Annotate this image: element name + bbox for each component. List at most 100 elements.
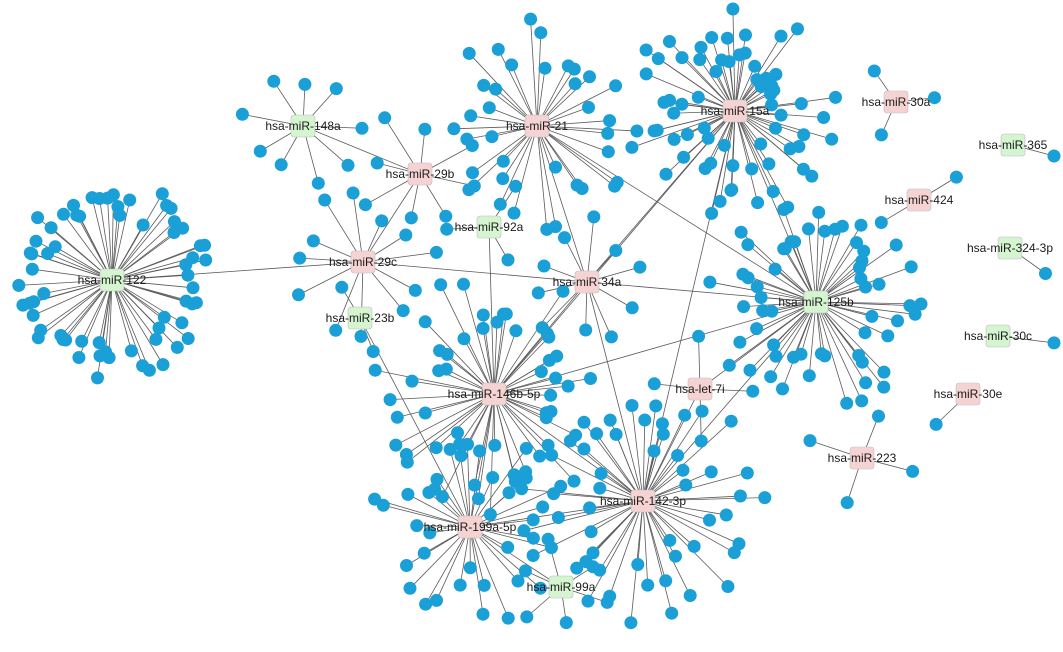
target-gene-node	[625, 301, 639, 315]
mirna-hub-hsa-mir-125b[interactable]: hsa-miR-125b	[778, 290, 854, 314]
target-gene-node	[651, 52, 665, 66]
target-gene-node	[584, 372, 597, 385]
hub-label: hsa-miR-30c	[964, 329, 1032, 343]
mirna-hub-hsa-mir-146b-5p[interactable]: hsa-miR-146b-5p	[448, 382, 541, 406]
interaction-edge	[99, 198, 113, 281]
target-gene-node	[726, 2, 740, 16]
target-gene-node	[675, 97, 689, 111]
cross-link-edge	[734, 110, 817, 303]
target-gene-node	[447, 122, 461, 136]
target-gene-node	[577, 415, 591, 429]
target-gene-node	[680, 128, 694, 141]
target-gene-node	[56, 333, 70, 346]
hub-box	[1000, 133, 1026, 157]
target-gene-node	[748, 59, 762, 73]
target-gene-node	[149, 332, 163, 346]
mirna-hub-hsa-mir-99a[interactable]: hsa-miR-99a	[527, 575, 596, 599]
interaction-edge	[424, 321, 495, 395]
mirna-hub-hsa-mir-424[interactable]: hsa-miR-424	[885, 188, 954, 212]
mirna-hub-hsa-mir-30a[interactable]: hsa-miR-30a	[862, 90, 931, 114]
interaction-edge	[815, 212, 820, 303]
interaction-edge	[38, 279, 113, 339]
hub-label: hsa-miR-324-3p	[967, 241, 1053, 255]
interaction-edge	[536, 125, 548, 230]
interaction-edge	[587, 500, 644, 602]
hub-label: hsa-miR-199a-5p	[424, 520, 517, 534]
target-gene-node	[579, 323, 593, 337]
mirna-hub-hsa-let-7i[interactable]: hsa-let-7i	[675, 377, 725, 401]
interaction-edge	[463, 284, 495, 395]
target-gene-node	[776, 382, 789, 396]
target-gene-node	[656, 427, 670, 441]
hub-label: hsa-miR-92a	[455, 220, 524, 234]
interaction-edge	[411, 380, 495, 395]
target-gene-node	[720, 31, 734, 45]
target-gene-node	[152, 321, 166, 335]
mirna-hub-hsa-mir-29b[interactable]: hsa-miR-29b	[386, 162, 455, 186]
target-gene-node	[709, 65, 723, 78]
interaction-edge	[397, 393, 495, 418]
target-gene-node	[663, 35, 676, 48]
target-gene-node	[697, 121, 711, 135]
mirna-hub-hsa-mir-199a-5p[interactable]: hsa-miR-199a-5p	[424, 515, 517, 539]
target-gene-node	[738, 46, 752, 60]
target-gene-node	[155, 187, 169, 201]
target-gene-node	[482, 101, 496, 115]
target-gene-node	[167, 226, 181, 239]
target-gene-node	[639, 67, 653, 81]
cross-link-edge	[488, 226, 495, 395]
interaction-edge	[642, 500, 740, 545]
mirna-hub-hsa-mir-142-3p[interactable]: hsa-miR-142-3p	[600, 489, 686, 513]
interaction-edge	[783, 209, 817, 303]
target-gene-node	[476, 308, 490, 322]
target-gene-node	[453, 578, 467, 592]
target-gene-node	[57, 207, 70, 221]
mirna-hub-hsa-mir-92a[interactable]: hsa-miR-92a	[455, 215, 524, 239]
interaction-edge	[731, 110, 736, 190]
target-gene-node	[67, 198, 80, 212]
target-gene-node	[829, 90, 842, 104]
target-gene-node	[717, 138, 731, 152]
target-gene-node	[466, 166, 479, 180]
target-gene-node	[877, 365, 891, 379]
mirna-hub-hsa-mir-365[interactable]: hsa-miR-365	[979, 133, 1048, 157]
interaction-edge	[642, 500, 729, 587]
target-gene-node	[802, 369, 816, 383]
interaction-edge	[815, 231, 826, 303]
interaction-edge	[493, 291, 564, 395]
target-gene-node	[751, 196, 765, 210]
mirna-hub-hsa-mir-30c[interactable]: hsa-miR-30c	[964, 324, 1032, 348]
hub-box	[524, 114, 550, 138]
mirna-hub-hsa-mir-15a[interactable]: hsa-miR-15a	[701, 99, 770, 123]
target-gene-node	[817, 111, 831, 124]
target-gene-node	[418, 315, 432, 329]
target-gene-node	[92, 336, 106, 350]
mirna-hub-hsa-mir-223[interactable]: hsa-miR-223	[828, 446, 897, 470]
mirna-hub-hsa-mir-21[interactable]: hsa-miR-21	[506, 114, 568, 138]
target-gene-node	[418, 122, 432, 136]
target-gene-node	[44, 221, 58, 235]
target-gene-node	[439, 362, 453, 376]
mirna-hub-hsa-mir-324-3p[interactable]: hsa-miR-324-3p	[967, 236, 1053, 260]
target-gene-node	[859, 280, 872, 294]
interaction-edge	[111, 205, 167, 281]
mirna-hub-hsa-mir-30e[interactable]: hsa-miR-30e	[934, 382, 1003, 406]
hub-box	[687, 377, 713, 401]
target-gene-node	[766, 185, 780, 198]
target-gene-node	[540, 222, 554, 236]
target-gene-node	[675, 51, 689, 65]
hub-box	[548, 575, 574, 599]
interaction-edge	[536, 125, 618, 183]
target-gene-node	[812, 205, 826, 219]
target-gene-node	[462, 46, 476, 60]
mirna-hub-hsa-mir-148a[interactable]: hsa-miR-148a	[265, 114, 341, 138]
hub-box	[997, 236, 1023, 260]
target-gene-node	[774, 108, 788, 122]
mirna-hub-hsa-mir-122[interactable]: hsa-miR-122	[78, 268, 147, 292]
mirna-hub-hsa-mir-23b[interactable]: hsa-miR-23b	[326, 306, 395, 330]
target-gene-node	[164, 201, 178, 215]
mirna-hub-hsa-mir-34a[interactable]: hsa-miR-34a	[553, 270, 622, 294]
mirna-hub-hsa-mir-29c[interactable]: hsa-miR-29c	[329, 250, 397, 274]
target-gene-node	[769, 349, 783, 363]
